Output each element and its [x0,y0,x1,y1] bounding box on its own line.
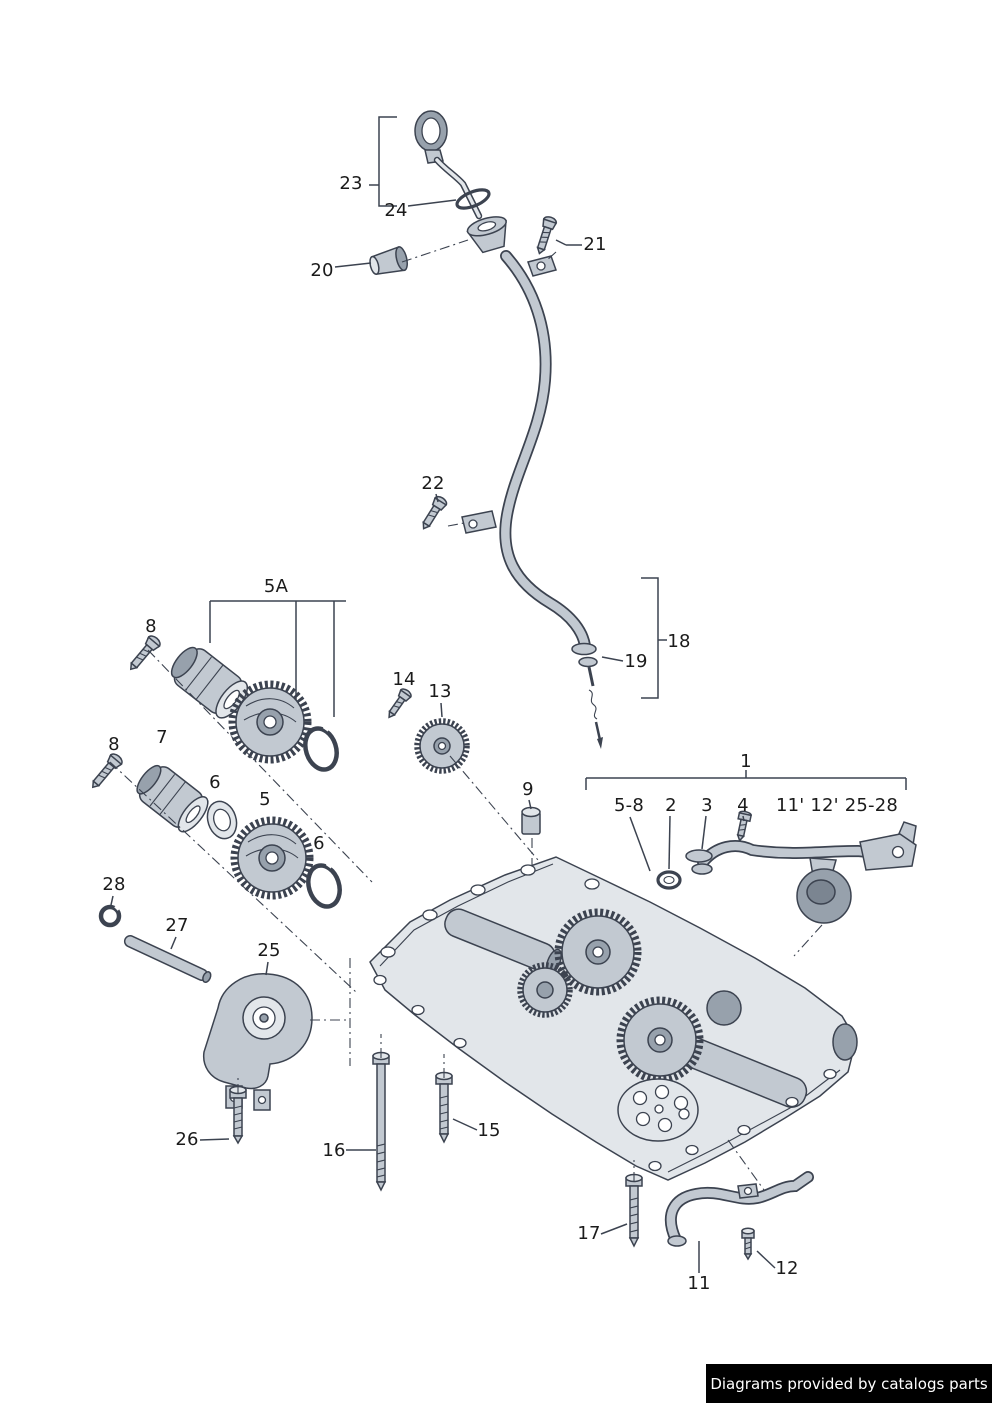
bolt-12-drawing [741,1227,755,1261]
part-label-18[interactable]: 18 [667,631,691,652]
bolt-8-upper-drawing [129,635,161,671]
part-label-3[interactable]: 3 [701,795,713,816]
part-label-21[interactable]: 21 [583,234,607,255]
part-label-25[interactable]: 25 [257,940,281,961]
part-label-11[interactable]: 11 [687,1273,711,1294]
part-label-7[interactable]: 7 [156,727,168,748]
part-label-15[interactable]: 15 [477,1120,501,1141]
part-label-5[interactable]: 5 [259,789,271,810]
bolt-26-drawing [229,1085,247,1145]
pin-27-drawing [123,935,212,983]
part-label-22[interactable]: 22 [421,473,445,494]
centerlines [109,239,823,1191]
circlip-28-drawing [98,900,125,928]
cap-20-drawing [369,245,408,275]
bolt-17-drawing [625,1173,643,1248]
part-label-26[interactable]: 26 [175,1129,199,1150]
dipstick-assembly-drawing [414,110,603,749]
part-label-27[interactable]: 27 [165,915,189,936]
part-label-5-8[interactable]: 5-8 [614,795,644,816]
balance-shaft-housing-drawing [369,856,858,1181]
balance-shaft-gear-train-drawing [136,646,470,909]
plug-9-drawing [521,806,541,835]
oring-2-drawing [656,870,682,890]
part-label-20[interactable]: 20 [310,260,334,281]
part-label-5a[interactable]: 5A [263,576,289,597]
part-label-4[interactable]: 4 [737,795,749,816]
part-label-1[interactable]: 1 [740,751,752,772]
bolt-14-drawing [388,688,412,719]
bolt-8-lower-drawing [91,753,123,789]
bolt-16-drawing [372,1051,390,1192]
part-label-group-11-12-25-28[interactable]: 11' 12' 25-28 [775,795,899,816]
part-label-12[interactable]: 12 [775,1258,799,1279]
oil-pickup-drawing [685,821,917,924]
oil-pipe-11-drawing [664,1171,814,1247]
part-label-8-upper[interactable]: 8 [145,616,157,637]
bolt-21-drawing [536,216,558,255]
part-label-14[interactable]: 14 [392,669,416,690]
part-label-28[interactable]: 28 [102,874,126,895]
callout-brackets-and-leaders [110,116,907,1273]
part-label-17[interactable]: 17 [577,1223,601,1244]
oring-24-drawing [455,188,491,210]
dipstick-funnel-drawing [466,216,507,254]
part-label-2[interactable]: 2 [665,795,677,816]
part-label-16[interactable]: 16 [322,1140,346,1161]
part-label-9[interactable]: 9 [522,779,534,800]
bolt-15-drawing [435,1071,453,1144]
part-label-23[interactable]: 23 [339,173,363,194]
bolt-4-drawing [736,810,753,842]
part-label-8-lower[interactable]: 8 [108,734,120,755]
part-label-19[interactable]: 19 [624,651,648,672]
part-label-24[interactable]: 24 [384,200,408,221]
footer-credit-bar: Diagrams provided by catalogs parts [706,1364,992,1403]
part-label-6-lower[interactable]: 6 [313,833,325,854]
part-label-6-upper[interactable]: 6 [209,772,221,793]
bolt-22-drawing [422,495,448,530]
part-label-13[interactable]: 13 [428,681,452,702]
oil-pump-25-drawing [202,973,313,1111]
